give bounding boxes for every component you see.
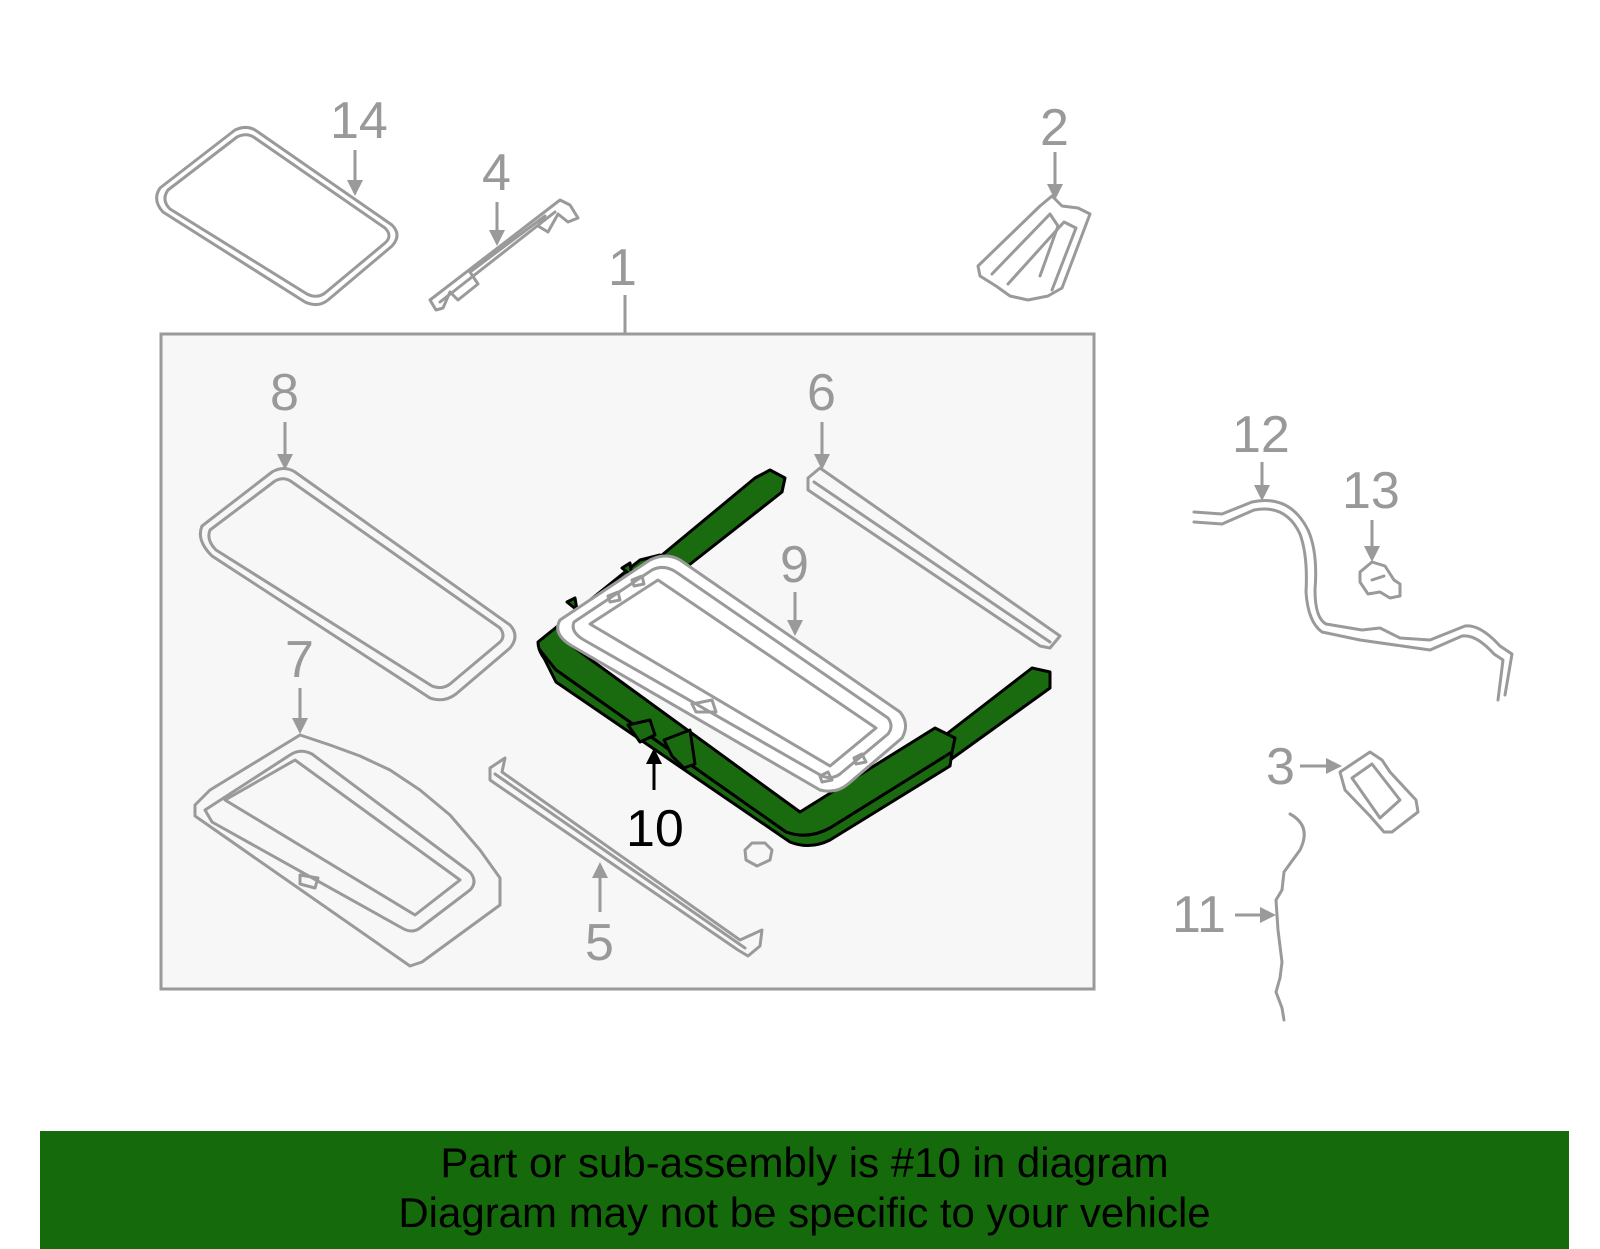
- arrow-3: [1326, 758, 1342, 774]
- part-7-frame-tray[interactable]: [193, 733, 502, 968]
- arrow-2: [1047, 184, 1063, 200]
- arrow-13: [1364, 546, 1380, 562]
- info-banner: Part or sub-assembly is #10 in diagram D…: [40, 1131, 1569, 1249]
- callout-11: 11: [1172, 886, 1226, 944]
- callout-2: 2: [1040, 99, 1069, 157]
- callout-8: 8: [270, 364, 299, 422]
- callout-5: 5: [585, 914, 614, 972]
- arrow-9: [787, 620, 803, 636]
- arrow-7: [292, 718, 308, 734]
- callout-4: 4: [482, 144, 511, 202]
- part-8-sunshade[interactable]: [198, 467, 517, 702]
- part-9-glass-assembly[interactable]: [556, 554, 907, 793]
- grommet[interactable]: [743, 841, 774, 868]
- part-6-seal-strip[interactable]: [806, 466, 1062, 650]
- part-10-sunroof-frame[interactable]: [536, 468, 1052, 847]
- part-11-drain-tube[interactable]: [1274, 812, 1306, 1022]
- callout-9: 9: [780, 536, 809, 594]
- arrow-14: [347, 180, 363, 196]
- callout-13: 13: [1342, 462, 1400, 520]
- callout-14: 14: [330, 92, 388, 150]
- banner-line-2: Diagram may not be specific to your vehi…: [398, 1189, 1211, 1236]
- arrow-5: [592, 862, 608, 878]
- part-4-bracket[interactable]: [428, 198, 580, 312]
- part-12-drain-hose[interactable]: [1192, 499, 1514, 702]
- callout-6: 6: [807, 364, 836, 422]
- callout-12: 12: [1232, 406, 1290, 464]
- part-14-glass-panel[interactable]: [155, 125, 399, 307]
- arrow-6: [814, 454, 830, 470]
- part-13-clip[interactable]: [1358, 560, 1402, 600]
- arrow-4: [489, 230, 505, 246]
- arrow-11: [1260, 907, 1276, 923]
- part-2-corner-piece[interactable]: [976, 194, 1092, 302]
- callout-3: 3: [1266, 738, 1295, 796]
- callout-1: 1: [608, 239, 637, 297]
- part-3-bracket[interactable]: [1338, 750, 1420, 834]
- banner-line-1: Part or sub-assembly is #10 in diagram: [440, 1139, 1169, 1186]
- arrow-8: [277, 454, 293, 470]
- arrow-10: [646, 748, 662, 764]
- callout-7: 7: [285, 631, 314, 689]
- callout-10: 10: [626, 800, 684, 858]
- arrow-12: [1254, 485, 1270, 501]
- part-5-deflector-strip[interactable]: [488, 756, 764, 958]
